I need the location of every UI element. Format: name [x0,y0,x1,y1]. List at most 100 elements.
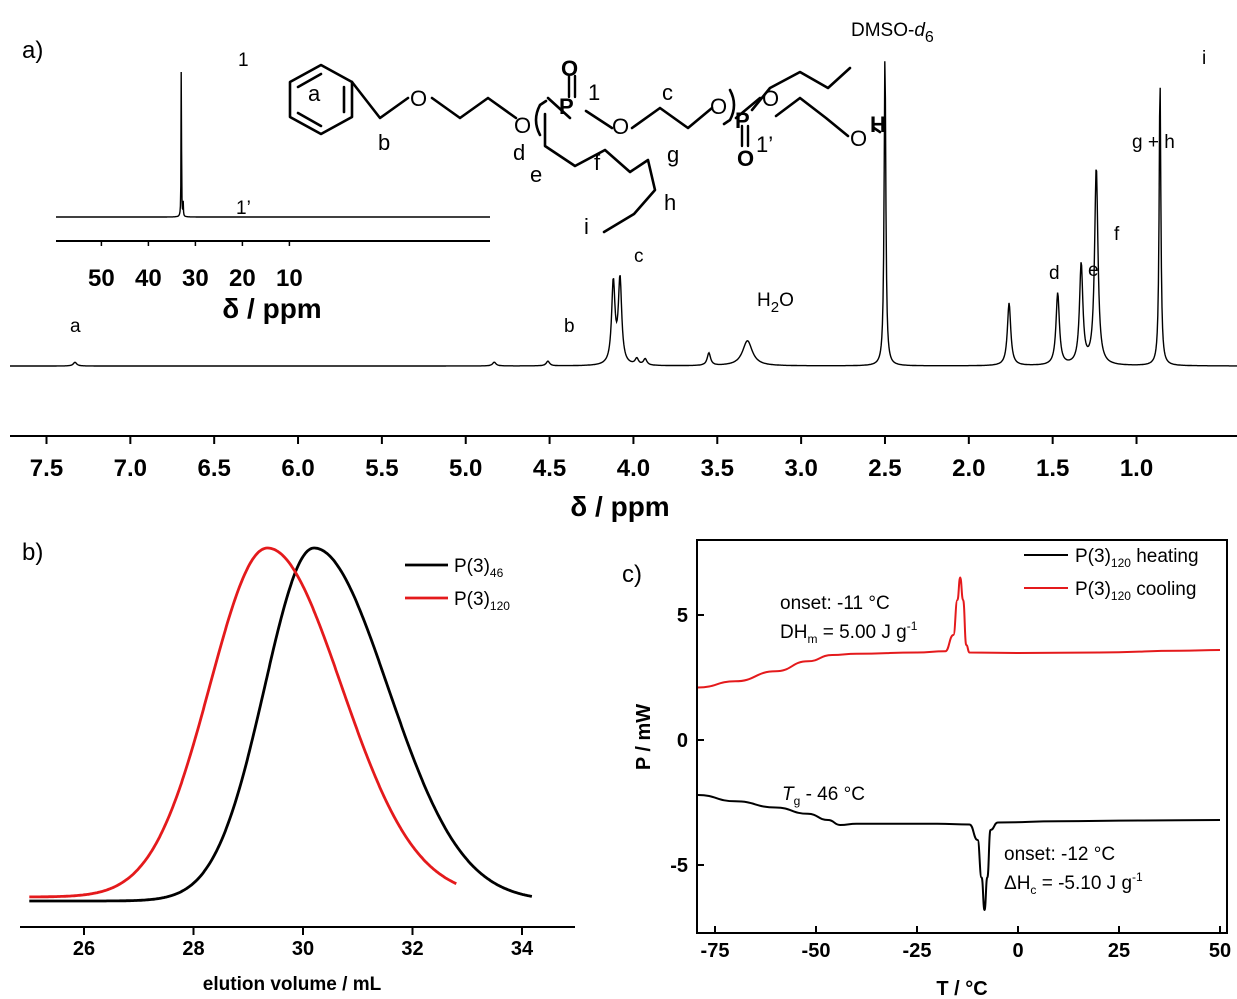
dsc-y-tick-label: -5 [670,855,688,877]
dsc-x-tick-label: 25 [1108,940,1130,962]
nmr-spectrum-line [10,61,1237,367]
repeat-bracket-left [534,99,548,137]
struct-label-g: g [667,142,679,167]
gpc-legend-label-p3-120: P(3)120 [454,589,510,613]
o-p-bond [546,96,572,120]
struct-label-i: i [584,214,589,239]
gpc-series-p3-46 [29,546,533,903]
dsc-series-cooling [697,576,1221,689]
nmr-x-tick-label: 5.5 [365,455,398,482]
nmr-x-tick-label: 7.0 [114,455,147,482]
dsc-legend-label-cooling: P(3)120 cooling [1075,579,1196,603]
nmr-x-tick-label: 2.5 [868,455,901,482]
p-o-bond [584,109,614,130]
inset-peak-label-1p: 1’ [236,198,251,219]
dsc-annotation-onset-cooling: onset: -11 °C [780,593,890,614]
peak-label-i: i [1202,48,1206,69]
dsc-annotation-onset-heating: onset: -12 °C [1004,844,1115,865]
dsc-annotation-tg: Tg - 46 °C [782,784,865,808]
struct-label-e: e [530,162,542,187]
h2o-label: H2O [757,290,794,316]
struct-label-d: d [513,140,525,165]
nmr-x-tick-label: 3.5 [701,455,734,482]
inset-x-tick-label: 40 [135,265,162,292]
panel-b-label: b) [22,539,43,566]
gpc-x-tick-label: 28 [182,938,204,960]
nmr-x-tick-label: 4.0 [617,455,650,482]
panel-c-label: c) [622,561,642,588]
dsc-y-axis-title: P / mW [633,704,655,770]
struct-atom-o5: O [710,94,727,119]
nmr-x-tick-label: 6.0 [281,455,314,482]
inset-x-axis-title: δ / ppm [222,293,321,324]
nmr-x-tick-label: 6.5 [198,455,231,482]
dsc-series-heating [697,794,1221,912]
struct-label-1p: 1’ [756,132,773,157]
inset-peak-label-1: 1 [238,50,249,71]
inset-x-tick-label: 50 [88,265,115,292]
nmr-x-tick-label: 5.0 [449,455,482,482]
struct-atom-o3: O [561,56,578,81]
end-o-bond [734,96,762,120]
gpc-series-p3-120 [29,546,457,899]
dsc-x-tick-label: -75 [701,940,730,962]
repeat-bracket-right [722,88,736,126]
dsc-y-tick-label: 5 [677,605,688,627]
ring-double-bond [296,72,323,89]
dsc-x-tick-label: -25 [903,940,932,962]
dsc-plot-frame [696,539,1228,934]
inset-spectrum-line [56,71,490,218]
struct-atom-h: H [870,112,886,137]
nmr-x-tick-label: 4.5 [533,455,566,482]
gpc-x-tick-label: 32 [401,938,423,960]
panel-a-label: a) [22,37,43,64]
inset-x-tick-label: 30 [182,265,209,292]
struct-atom-o2: O [514,113,531,138]
dsc-x-tick-label: -50 [802,940,831,962]
hexyl-chain-1 [543,112,657,234]
dsc-x-axis-title: T / °C [936,978,987,999]
peak-label-a: a [70,316,81,337]
nmr-x-tick-label: 3.0 [784,455,817,482]
nmr-x-tick-label: 7.5 [30,455,63,482]
gpc-x-tick-label: 34 [511,938,534,960]
gpc-x-tick-label: 26 [73,938,95,960]
ethylene-glycol-bonds [430,96,518,120]
dsc-annotation-dhc: ΔHc = -5.10 J g-1 [1004,870,1143,897]
struct-atom-o1: O [410,86,427,111]
peak-label-f: f [1114,224,1120,245]
dsc-legend-label-heating: P(3)120 heating [1075,546,1199,570]
struct-label-1: 1 [588,80,600,105]
ethylene-bonds-2 [630,106,714,130]
peak-label-b: b [564,316,575,337]
struct-atom-o8: O [850,126,867,151]
struct-label-c: c [662,80,673,105]
dsc-x-tick-label: 0 [1012,940,1023,962]
benzyl-ch2-bond [350,80,410,120]
dsc-x-tick-label: 50 [1209,940,1231,962]
panel-a: a) 7.5 7.0 6.5 6.0 5.5 5.0 4.5 4.0 3.5 3.0 2.5 2.0 1… [10,20,1237,522]
peak-label-c: c [634,246,644,267]
chemical-structure: a b O O d O P 1 O c O P O 1’ O O H e f g [288,56,886,239]
peak-label-e: e [1088,260,1099,281]
nmr-x-axis-title: δ / ppm [570,491,669,522]
dsc-legend: P(3)120 heating P(3)120 cooling [1024,546,1199,603]
struct-label-h: h [664,190,676,215]
gpc-x-axis-title: elution volume / mL [203,974,382,995]
struct-atom-o4: O [612,114,629,139]
peak-label-d: d [1049,263,1060,284]
hydroxyethyl-bonds [774,96,850,138]
nmr-x-tick-label: 1.5 [1036,455,1069,482]
nmr-x-tick-label: 2.0 [952,455,985,482]
struct-atom-p1: P [559,94,574,119]
struct-label-f: f [594,150,601,175]
oh-bond [872,126,882,134]
dsc-annotation-dhm: DHm = 5.00 J g-1 [780,619,918,646]
